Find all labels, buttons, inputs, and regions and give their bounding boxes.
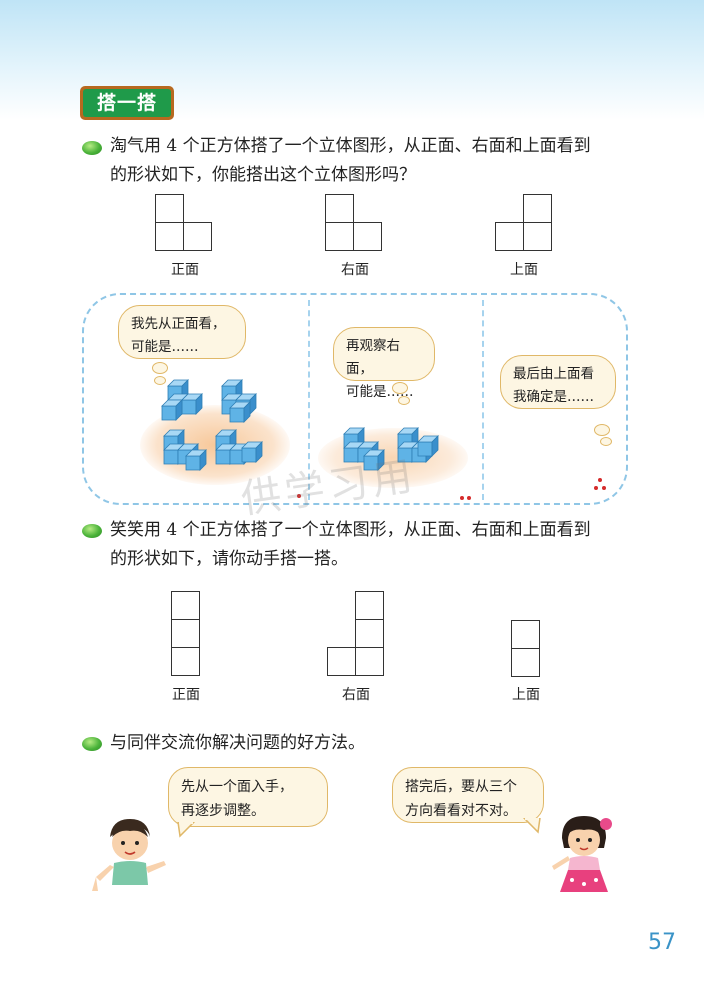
thinking-frame (82, 293, 628, 505)
bullet-icon (82, 141, 102, 155)
speech-bubble-boy: 先从一个面入手， 再逐步调整。 (168, 767, 328, 827)
view-label-right: 右面 (342, 687, 370, 703)
grid-square (511, 620, 540, 649)
decor-dot (467, 496, 471, 500)
view-label-right: 右面 (341, 262, 369, 278)
thought-line: 可能是…… (346, 384, 414, 400)
highlight-glow (318, 428, 468, 488)
section-title: 搭一搭 (83, 89, 171, 117)
boy-character-icon (92, 819, 166, 891)
thought-line: 再观察右面， (346, 338, 400, 377)
speech-line: 搭完后，要从三个 (405, 779, 517, 795)
thought-bubble-front: 我先从正面看， 可能是…… (118, 305, 246, 359)
speech-line: 方向看看对不对。 (405, 803, 517, 819)
grid-square (355, 591, 384, 620)
grid-square (183, 222, 212, 251)
problem1-line1: 淘气用 4 个正方体搭了一个立体图形，从正面、右面和上面看到 (110, 136, 591, 156)
decor-dot (297, 494, 301, 498)
problem3-text: 与同伴交流你解决问题的好方法。 (110, 729, 650, 758)
problem2-text: 笑笑用 4 个正方体搭了一个立体图形，从正面、右面和上面看到 的形状如下，请你动… (110, 516, 650, 574)
view-label-top: 上面 (512, 687, 540, 703)
thought-line: 我确定是…… (513, 389, 594, 405)
grid-square (155, 194, 184, 223)
thought-line: 我先从正面看， (131, 316, 226, 332)
thought-line: 可能是…… (131, 339, 199, 355)
problem1-text: 淘气用 4 个正方体搭了一个立体图形，从正面、右面和上面看到 的形状如下，你能搭… (110, 132, 650, 190)
speech-tail-icon (177, 822, 196, 838)
grid-square (355, 619, 384, 648)
decor-dot (598, 478, 602, 482)
frame-divider (482, 300, 484, 500)
decor-dot (594, 486, 598, 490)
thought-dot (392, 382, 408, 394)
grid-square (523, 194, 552, 223)
frame-divider (308, 300, 310, 500)
grid-square (171, 647, 200, 676)
bullet-icon (82, 524, 102, 538)
problem2-line2: 的形状如下，请你动手搭一搭。 (110, 549, 348, 569)
grid-square (171, 619, 200, 648)
girl-character-icon (552, 816, 612, 892)
grid-square (495, 222, 524, 251)
problem1-line2: 的形状如下，你能搭出这个立体图形吗？ (110, 165, 416, 185)
view-label-front: 正面 (172, 687, 200, 703)
grid-square (353, 222, 382, 251)
grid-square (325, 222, 354, 251)
thought-dot (594, 424, 610, 436)
thought-dot (600, 437, 612, 446)
problem2-line1: 笑笑用 4 个正方体搭了一个立体图形，从正面、右面和上面看到 (110, 520, 591, 540)
section-badge: 搭一搭 (80, 86, 174, 120)
thought-dot (154, 376, 166, 385)
view-label-front: 正面 (171, 262, 199, 278)
view-label-top: 上面 (510, 262, 538, 278)
bullet-icon (82, 737, 102, 751)
thought-dot (152, 362, 168, 374)
thought-bubble-top: 最后由上面看 我确定是…… (500, 355, 616, 409)
speech-line: 再逐步调整。 (181, 803, 265, 819)
grid-square (523, 222, 552, 251)
decor-dot (460, 496, 464, 500)
grid-square (327, 647, 356, 676)
speech-line: 先从一个面入手， (181, 779, 293, 795)
thought-dot (398, 396, 410, 405)
speech-bubble-girl: 搭完后，要从三个 方向看看对不对。 (392, 767, 544, 823)
decor-dot (602, 486, 606, 490)
grid-square (355, 647, 384, 676)
page-number: 57 (648, 930, 676, 955)
problem3-line1: 与同伴交流你解决问题的好方法。 (110, 733, 365, 753)
thought-line: 最后由上面看 (513, 366, 594, 382)
grid-square (171, 591, 200, 620)
grid-square (511, 648, 540, 677)
grid-square (155, 222, 184, 251)
speech-tail-icon (522, 818, 541, 834)
grid-square (325, 194, 354, 223)
thought-bubble-right: 再观察右面， 可能是…… (333, 327, 435, 400)
cube-arrangements-front (161, 379, 263, 471)
